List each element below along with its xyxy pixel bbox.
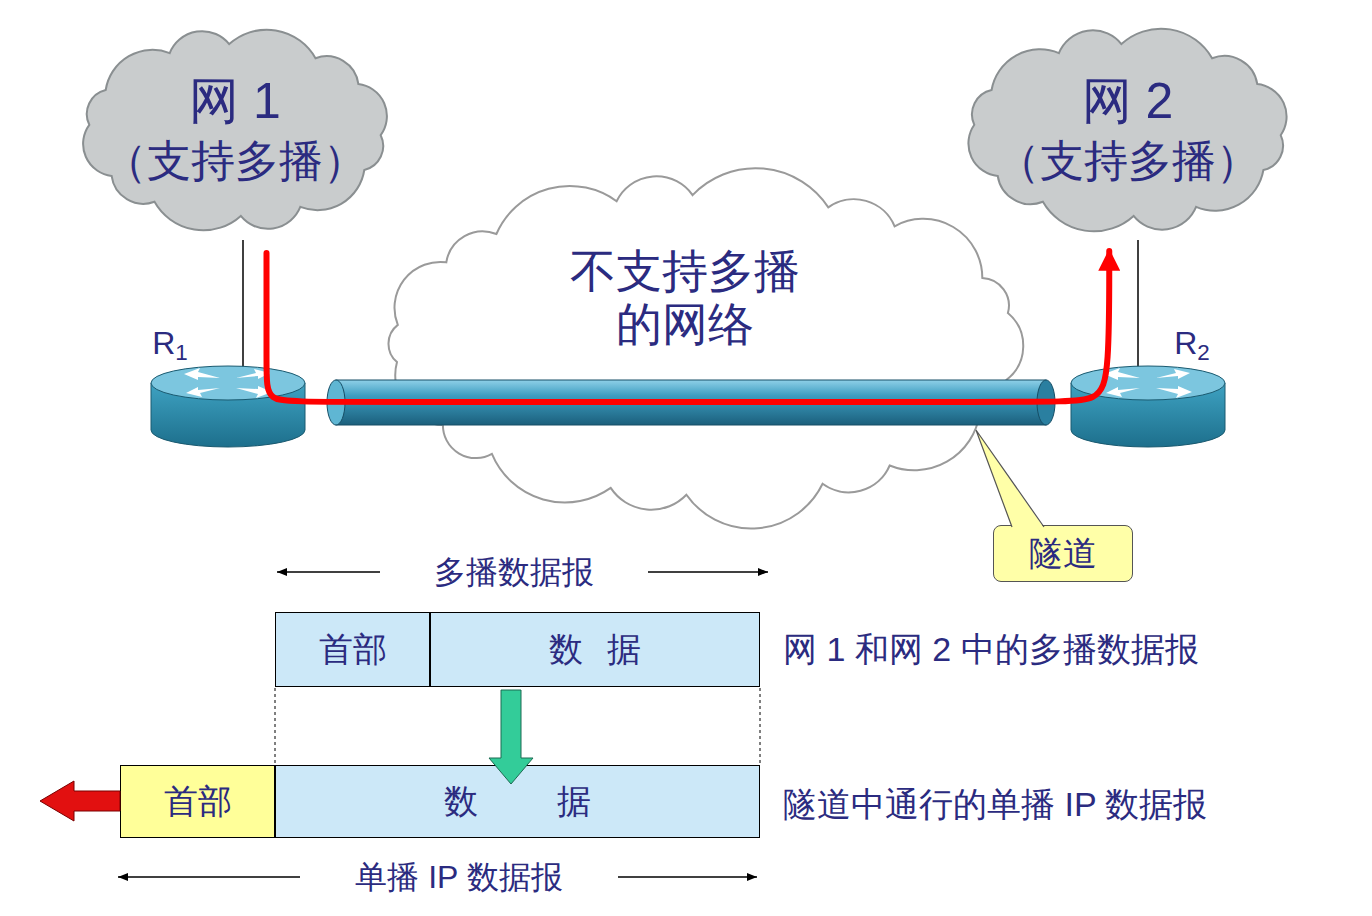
router-label: R1 — [152, 325, 188, 362]
field-label: 数 据 — [549, 630, 640, 669]
network-name: 网 2 — [1082, 73, 1174, 131]
network-name: 不支持多播 的网络 — [556, 245, 814, 351]
dimension-arrow — [618, 876, 757, 877]
field-label: 首部 — [319, 630, 387, 669]
packet-field: 首部 — [275, 612, 430, 687]
guide-line — [760, 688, 761, 765]
network-name: （支持多播） — [996, 136, 1260, 187]
cloud-outline — [83, 30, 387, 231]
tunnel-pipe — [327, 380, 1055, 425]
network-cloud: 网 2（支持多播） — [945, 15, 1310, 245]
callout-box: 隧道 — [993, 525, 1133, 582]
network-name: （支持多播） — [103, 136, 367, 187]
annotation-label: 隧道中通行的单播 IP 数据报 — [783, 785, 1207, 824]
annotation-text: 单播 IP 数据报 — [355, 859, 562, 896]
annotation-text: 隧道中通行的单播 IP 数据报 — [783, 785, 1207, 824]
annotation-text: 网 1 和网 2 中的多播数据报 — [783, 630, 1199, 669]
cloud-outline — [968, 29, 1286, 232]
router-name: R1 — [152, 325, 188, 362]
field-label: 数 据 — [444, 782, 591, 821]
callout-text: 隧道 — [1029, 534, 1097, 573]
annotation-text: 多播数据报 — [434, 554, 594, 591]
network-cloud: 不支持多播 的网络 — [350, 150, 1060, 540]
cloud-outline — [388, 168, 1023, 528]
annotation-label: 多播数据报 — [434, 554, 594, 591]
guide-line — [275, 688, 276, 765]
annotation-label: 单播 IP 数据报 — [355, 859, 562, 896]
router-icon — [151, 366, 305, 447]
callout-pointer — [976, 430, 1044, 528]
packet-field: 数 据 — [275, 765, 760, 838]
field-label: 首部 — [164, 782, 232, 821]
conversion-arrow — [489, 690, 533, 784]
packet-field: 数 据 — [430, 612, 760, 687]
multicast-route — [267, 251, 1110, 402]
network-link — [242, 240, 244, 372]
router-icon — [1071, 366, 1225, 447]
annotation-label: 网 1 和网 2 中的多播数据报 — [783, 630, 1199, 669]
network-cloud: 网 1（支持多播） — [60, 15, 410, 245]
dimension-arrow — [118, 876, 300, 877]
dimension-arrow — [277, 571, 380, 572]
direction-arrow — [40, 781, 120, 821]
network-name: 网 1 — [189, 73, 281, 131]
packet-field: 首部 — [120, 765, 275, 838]
router-name: R2 — [1174, 325, 1210, 362]
dimension-arrow — [648, 571, 768, 572]
cloud-outline — [945, 15, 1310, 245]
cloud-outline — [60, 15, 410, 245]
router-label: R2 — [1174, 325, 1210, 362]
network-link — [1137, 240, 1139, 372]
